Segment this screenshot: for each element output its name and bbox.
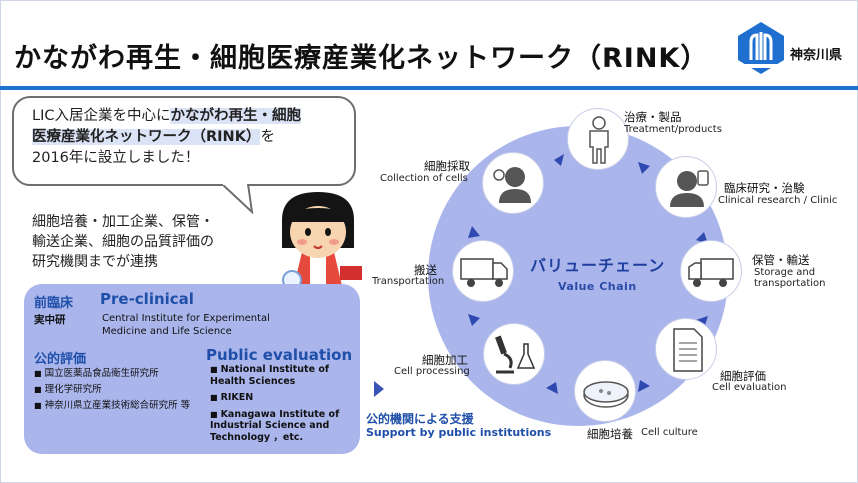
node-storage-label-en-1: Storage and bbox=[754, 267, 816, 278]
node-collection-label-jp: 細胞採取 bbox=[424, 159, 470, 173]
list-item: ■Kanagawa Institute of Industrial Scienc… bbox=[210, 409, 356, 444]
preclinical-label-jp: 前臨床 bbox=[34, 296, 74, 311]
list-item: ■RIKEN bbox=[210, 392, 356, 404]
node-clinical-label-en: Clinical research / Clinic bbox=[718, 195, 838, 206]
node-cell-culture-label-jp: 細胞培養 bbox=[587, 427, 633, 441]
bubble-text-3: 2016年に設立しました！ bbox=[32, 150, 200, 166]
node-cell-culture bbox=[574, 360, 636, 422]
org-name: 国立医薬品食品衛生研究所 bbox=[44, 368, 159, 379]
arrow-icon bbox=[468, 314, 480, 326]
node-storage bbox=[680, 240, 742, 302]
note-line-3: 研究機関までが連携 bbox=[32, 254, 158, 270]
node-cell-processing bbox=[483, 323, 545, 385]
preclinical-label-en: Pre-clinical bbox=[100, 290, 194, 308]
node-transportation-label-jp: 搬送 bbox=[414, 263, 437, 277]
public-eval-label-jp: 公的評価 bbox=[34, 352, 87, 367]
list-item: ■国立医薬品食品衛生研究所 bbox=[34, 366, 210, 382]
microscope-icon bbox=[495, 335, 536, 374]
bullet-icon: ■ bbox=[34, 385, 42, 394]
list-item: ■理化学研究所 bbox=[34, 382, 210, 398]
node-collection bbox=[482, 152, 544, 214]
arrow-icon bbox=[554, 154, 564, 166]
node-cell-processing-label-en: Cell processing bbox=[394, 366, 470, 377]
arrow-icon bbox=[638, 162, 650, 174]
public-eval-orgs-jp: ■国立医薬品食品衛生研究所 ■理化学研究所 ■神奈川県立産業技術総合研究所 等 bbox=[34, 366, 210, 414]
arrow-icon bbox=[638, 380, 650, 392]
node-cell-culture-label-en: Cell culture bbox=[641, 427, 698, 438]
node-treatment bbox=[567, 108, 629, 170]
document-icon bbox=[673, 328, 703, 372]
note-line-2: 輸送企業、細胞の品質評価の bbox=[32, 234, 214, 250]
arrow-icon bbox=[546, 382, 558, 394]
preclinical-org-en: Central Institute for Experimental Medic… bbox=[102, 312, 342, 338]
donor-icon bbox=[493, 167, 531, 203]
node-clinical bbox=[655, 156, 717, 218]
value-chain-title-en: Value Chain bbox=[558, 280, 637, 293]
node-collection-label-en: Collection of cells bbox=[380, 173, 468, 184]
bubble-text-1: LIC入居企業を中心に bbox=[32, 108, 171, 124]
bullet-icon: ■ bbox=[210, 365, 218, 374]
list-item: ■神奈川県立産業技術総合研究所 等 bbox=[34, 398, 210, 414]
node-cell-processing-label-jp: 細胞加工 bbox=[422, 353, 468, 367]
bullet-icon: ■ bbox=[34, 369, 42, 378]
bullet-icon: ■ bbox=[210, 393, 218, 402]
node-cell-evaluation-label-jp: 細胞評価 bbox=[720, 369, 766, 383]
bubble-highlight-2: 医療産業化ネットワーク（RINK） bbox=[32, 129, 261, 145]
node-treatment-label-jp: 治療・製品 bbox=[624, 110, 682, 124]
node-transportation bbox=[452, 240, 514, 302]
network-description: 細胞培養・加工企業、保管・ 輸送企業、細胞の品質評価の 研究機関までが連携 bbox=[32, 212, 272, 272]
kanagawa-prefecture-logo-icon bbox=[738, 22, 784, 74]
bullet-icon: ■ bbox=[210, 409, 218, 419]
human-body-icon bbox=[589, 116, 609, 164]
title-underline bbox=[0, 86, 858, 90]
bullet-icon: ■ bbox=[34, 401, 42, 410]
value-chain-title-jp: バリューチェーン bbox=[530, 256, 666, 275]
preclinical-org-en-line-2: Medicine and Life Science bbox=[102, 326, 232, 337]
truck-icon bbox=[460, 258, 508, 287]
org-name: 理化学研究所 bbox=[44, 384, 102, 395]
bubble-text-2: を bbox=[260, 129, 275, 145]
arrow-icon bbox=[468, 226, 480, 238]
patient-icon bbox=[670, 170, 709, 207]
public-eval-orgs-en: ■National Institute of Health Sciences ■… bbox=[210, 364, 356, 448]
node-storage-label-jp: 保管・輸送 bbox=[752, 253, 810, 267]
partner-institutions-panel bbox=[24, 284, 360, 454]
preclinical-org-en-line-1: Central Institute for Experimental bbox=[102, 313, 270, 324]
bubble-highlight-1: かながわ再生・細胞 bbox=[170, 108, 301, 124]
org-name: National Institute of Health Sciences bbox=[210, 364, 329, 387]
support-label-jp: 公的機関による支援 bbox=[366, 412, 474, 426]
truck-icon bbox=[688, 258, 734, 287]
node-cell-evaluation bbox=[655, 318, 717, 380]
petri-dish-icon bbox=[583, 381, 629, 408]
org-name: RIKEN bbox=[220, 392, 254, 403]
org-name: Kanagawa Institute of Industrial Science… bbox=[210, 408, 340, 443]
node-transportation-label-en: Transportation bbox=[372, 276, 445, 287]
support-label-en: Support by public institutions bbox=[366, 426, 552, 439]
bubble-message: LIC入居企業を中心にかながわ再生・細胞 医療産業化ネットワーク（RINK）を … bbox=[32, 106, 352, 169]
note-line-1: 細胞培養・加工企業、保管・ bbox=[32, 214, 214, 230]
node-clinical-label-jp: 臨床研究・治験 bbox=[724, 181, 805, 195]
logo-text: 神奈川県 bbox=[790, 48, 843, 63]
node-storage-label-en-2: transportation bbox=[754, 278, 826, 289]
preclinical-org-jp: 実中研 bbox=[34, 314, 66, 326]
list-item: ■National Institute of Health Sciences bbox=[210, 364, 356, 387]
public-eval-label-en: Public evaluation bbox=[206, 346, 353, 364]
node-treatment-label-en: Treatment/products bbox=[624, 124, 722, 135]
page-title: かながわ再生・細胞医療産業化ネットワーク（RINK） bbox=[14, 43, 709, 74]
mascot-character-icon bbox=[282, 192, 362, 294]
node-cell-evaluation-label-en: Cell evaluation bbox=[712, 382, 787, 393]
org-name: 神奈川県立産業技術総合研究所 等 bbox=[44, 400, 191, 411]
play-arrow-icon bbox=[374, 381, 384, 397]
speech-bubble-tail bbox=[220, 184, 254, 214]
